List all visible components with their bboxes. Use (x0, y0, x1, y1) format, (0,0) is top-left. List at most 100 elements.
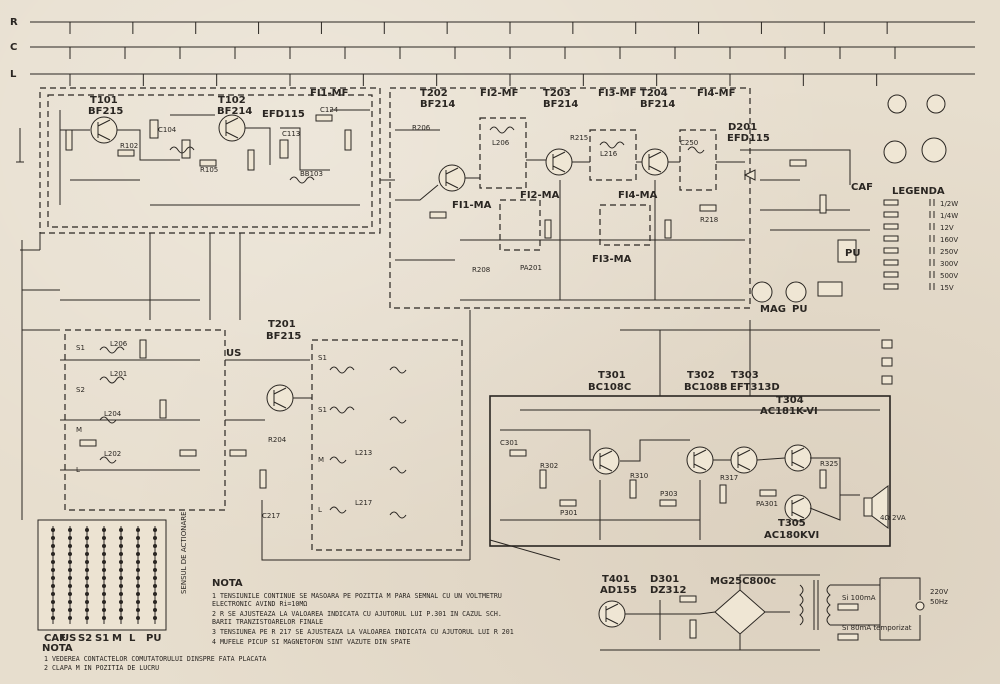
legend-title: LEGENDA (892, 186, 945, 197)
t302-type: BC108B (684, 382, 727, 393)
svg-text:S2: S2 (76, 386, 85, 394)
t201-type: BF215 (266, 331, 301, 342)
svg-text:R102: R102 (120, 142, 138, 150)
switch-label-us: US (61, 633, 76, 644)
switch-label-pu: PU (146, 633, 161, 644)
mains-frequency: 50Hz (930, 598, 948, 606)
legend-voltage: 1/4W (940, 212, 958, 220)
svg-text:R325: R325 (820, 460, 838, 468)
t305-name: T305 (778, 518, 806, 529)
switch-direction-label: SENSUL DE ACTIONARE (180, 511, 188, 594)
fi1-ma-label: FI1-MA (452, 200, 492, 211)
fi3-ma-label: FI3-MA (592, 254, 632, 265)
fi3-mf-label: FI3-MF (598, 88, 636, 99)
us-label: US (226, 348, 241, 359)
pu-label: PU (792, 304, 807, 315)
transistor-t101 (90, 116, 118, 144)
power-supply-section: T401 AD155 D301 DZ312 MG25C800c 220V 50H… (598, 574, 948, 651)
svg-text:C250: C250 (680, 139, 698, 147)
t401-name: T401 (602, 574, 630, 585)
svg-text:L: L (76, 466, 80, 474)
rail-l-label: L (10, 69, 17, 80)
svg-text:L213: L213 (355, 449, 372, 457)
switch-label-s1: S1 (95, 633, 109, 644)
legend-voltage: 160V (940, 236, 958, 244)
t301-name: T301 (598, 370, 626, 381)
svg-text:R302: R302 (540, 462, 558, 470)
legend-row: 15V (883, 283, 954, 292)
svg-text:P301: P301 (560, 509, 578, 517)
t102-type: BF214 (217, 106, 252, 117)
speaker-label: 4Ω 2VA (880, 514, 906, 522)
switch-label-caf: CAF (44, 633, 66, 644)
d201-type: EFD115 (727, 133, 770, 144)
t202-type: BF214 (420, 99, 455, 110)
fi4-mf-label: FI4-MF (697, 88, 735, 99)
fuse-1-label: Si 100mA (842, 594, 876, 602)
svg-text:L206: L206 (110, 340, 128, 348)
t201-name: T201 (268, 319, 296, 330)
t203-name: T203 (543, 88, 571, 99)
fuse-2-label: Si 80mA temporizat (842, 624, 912, 632)
d201-name: D201 (728, 122, 757, 133)
t303-name: T303 (731, 370, 759, 381)
mag-label: MAG (760, 304, 786, 315)
svg-text:M: M (76, 426, 82, 434)
d301-type: DZ312 (650, 585, 686, 596)
t202-name: T202 (420, 88, 448, 99)
svg-text:R317: R317 (720, 474, 738, 482)
audio-amplifier-section: T301 BC108C T302 BC108B T303 EFT313D T30… (489, 370, 906, 547)
t204-name: T204 (640, 88, 668, 99)
svg-text:M: M (318, 456, 324, 464)
svg-text:L: L (318, 506, 322, 514)
if-amplifier-section: T202 BF214 FI2-MF T203 BF214 FI3-MF T204… (389, 87, 751, 309)
pu-connector-label: PU (845, 248, 860, 259)
svg-text:C113: C113 (282, 130, 300, 138)
legend-row: 160V (883, 235, 958, 244)
rf-section: T101 BF215 T102 BF214 EFD115 FI1-MF R102… (39, 87, 381, 234)
detector-section: D201 EFD115 CAF PU MAG PU (727, 122, 873, 315)
legend-voltage: 300V (940, 260, 958, 268)
svg-text:P303: P303 (660, 490, 678, 498)
note-line-5: 3 TENSIUNEA PE R 217 SE AJUSTEAZA LA VAL… (212, 628, 514, 636)
t305-type: AC180KVI (764, 530, 819, 541)
pu-jack (785, 281, 807, 303)
svg-text:S1: S1 (318, 354, 327, 362)
notes-block: NOTA 1 TENSIUNILE CONTINUE SE MASOARA PE… (212, 578, 514, 646)
transistor-t302 (686, 446, 714, 474)
speaker-icon (863, 485, 889, 529)
bridge-rectifier (714, 589, 766, 635)
switch-label-s2: S2 (78, 633, 92, 644)
legend-voltage: 15V (940, 284, 954, 292)
fi1-mf-label: FI1-MF (310, 88, 348, 99)
svg-text:R105: R105 (200, 166, 218, 174)
transistor-t204 (641, 148, 669, 176)
transistor-t203 (545, 148, 573, 176)
bottom-note-line-1: 1 VEDEREA CONTACTELOR COMUTATORULUI DINS… (44, 655, 266, 663)
transistor-t303 (730, 446, 758, 474)
legend-voltage: 250V (940, 248, 958, 256)
bottom-note-line-2: 2 CLAPA M IN POZITIA DE LUCRU (44, 664, 159, 672)
notes-title: NOTA (212, 578, 243, 589)
t102-name: T102 (218, 95, 246, 106)
rail-r-label: R (10, 17, 18, 28)
note-line-1: 1 TENSIUNILE CONTINUE SE MASOARA PE POZI… (212, 592, 502, 600)
am-input-section: S1 S2 M L L206 L201 L204 L202 (16, 128, 226, 520)
fi4-ma-label: FI4-MA (618, 190, 658, 201)
legend-voltage: 1/2W (940, 200, 958, 208)
bridge-label: MG25C800c (710, 576, 776, 587)
svg-text:L216: L216 (600, 150, 618, 158)
svg-text:S1: S1 (318, 406, 327, 414)
caf-label: CAF (851, 182, 873, 193)
legend-row: 12V (883, 223, 954, 232)
legend-row: 1/2W (883, 199, 958, 208)
svg-text:C217: C217 (262, 512, 280, 520)
t304-type: AC181K-VI (760, 406, 818, 417)
svg-text:PA301: PA301 (756, 500, 778, 508)
svg-text:L206: L206 (492, 139, 510, 147)
svg-text:L201: L201 (110, 370, 127, 378)
